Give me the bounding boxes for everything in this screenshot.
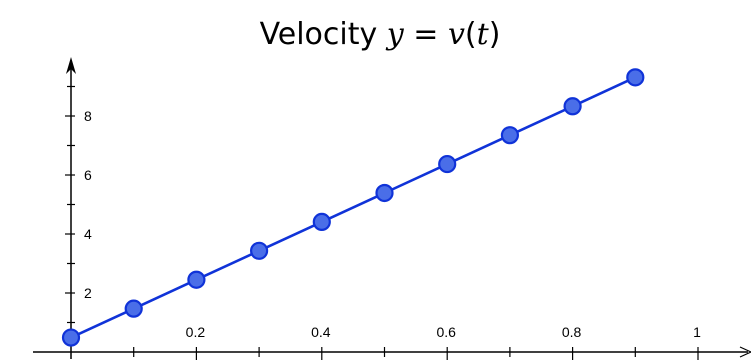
data-point xyxy=(187,270,206,289)
series-line xyxy=(70,76,636,339)
title-fn: v xyxy=(448,17,465,52)
x-tick-label: 0.2 xyxy=(186,324,206,340)
title-close-paren: ) xyxy=(489,17,501,52)
y-tick-label: 4 xyxy=(84,226,92,242)
data-point xyxy=(438,154,457,174)
x-tick-label: 0.8 xyxy=(562,324,582,340)
data-point xyxy=(61,328,81,347)
title-equals: = xyxy=(404,17,448,52)
y-tick-label: 6 xyxy=(84,167,92,183)
title-var: t xyxy=(477,17,490,52)
x-tick-label: 0.6 xyxy=(436,324,456,340)
data-point xyxy=(563,97,582,116)
data-point xyxy=(626,68,645,87)
y-tick-label: 8 xyxy=(84,108,92,124)
y-tick-label: 2 xyxy=(84,285,92,301)
title-prefix: Velocity xyxy=(260,17,387,52)
x-tick-label: 0.4 xyxy=(311,324,331,340)
series-layer xyxy=(61,68,645,347)
y-axis-arrowhead xyxy=(66,57,76,74)
x-tick-label: 1 xyxy=(693,324,701,340)
data-point xyxy=(124,299,143,318)
data-point xyxy=(250,241,269,260)
title-y: y xyxy=(385,17,405,52)
x-axis-arrowhead xyxy=(739,346,751,358)
chart-title: Velocity y = v(t) xyxy=(260,17,501,52)
data-point xyxy=(312,212,331,232)
title-open-paren: ( xyxy=(465,17,477,52)
data-point xyxy=(375,183,394,203)
axes: 0.2 0.4 0.6 0.8 1 2 4 6 8 xyxy=(33,57,751,360)
data-point xyxy=(500,126,519,145)
